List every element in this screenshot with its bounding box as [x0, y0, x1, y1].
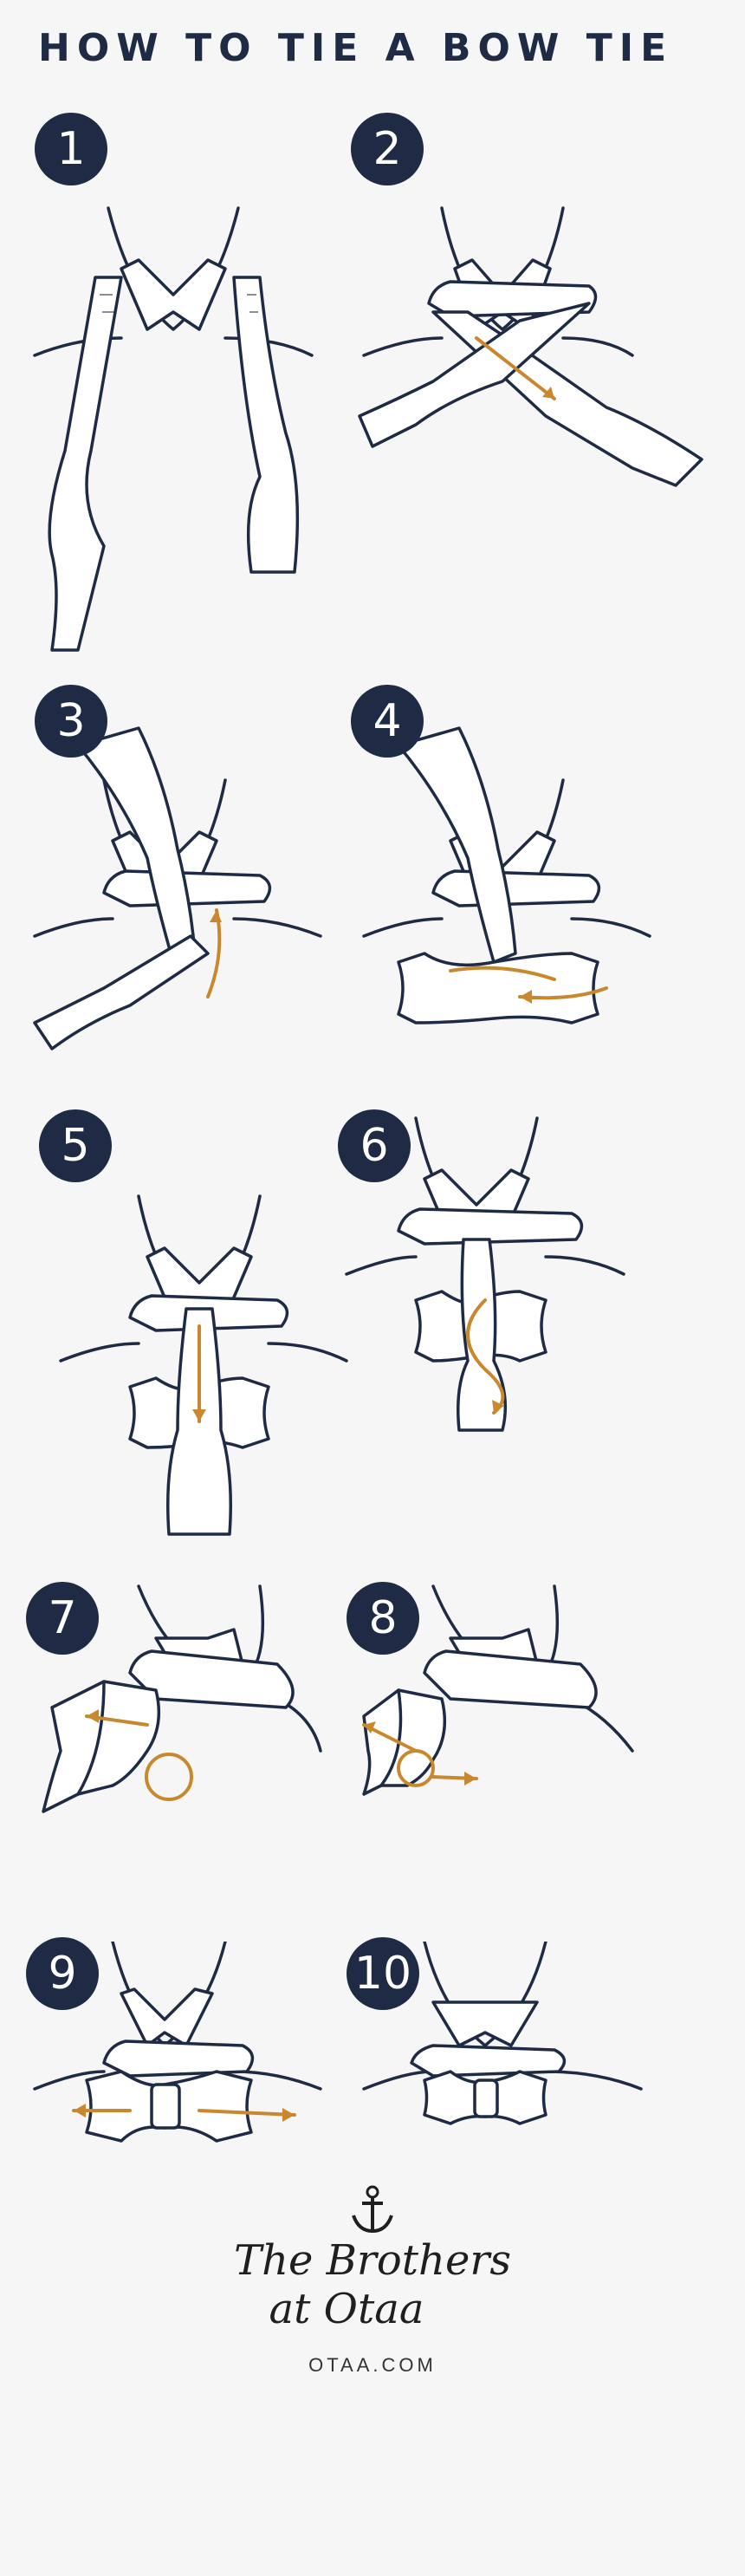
brand-line-1: The Brothers — [234, 2236, 511, 2285]
step-number-badge: 7 — [26, 1582, 99, 1655]
step-number-badge: 8 — [347, 1582, 419, 1655]
step-number-badge: 2 — [351, 113, 424, 185]
step-9-illustration — [33, 1942, 322, 2143]
step-8-panel: 8 — [347, 1577, 693, 2063]
step-2-panel: 2 — [347, 104, 703, 589]
brand-line-2: at Otaa — [269, 2285, 424, 2333]
step-7-panel: 7 — [26, 1577, 372, 2063]
step-9-panel: 9 — [26, 1937, 372, 2427]
brand-logo: The Brothers at Otaa — [0, 2236, 745, 2333]
step-2-illustration — [358, 206, 703, 487]
step-6-illustration — [345, 1116, 625, 1432]
step-number-badge: 6 — [338, 1109, 411, 1182]
step-number-badge: 1 — [35, 113, 107, 185]
step-number-badge: 9 — [26, 1937, 99, 2010]
step-5-illustration — [59, 1194, 348, 1536]
step-10-panel: 10 — [347, 1937, 693, 2427]
direction-arrow — [198, 2109, 296, 2117]
step-6-panel: 6 — [338, 1101, 684, 1586]
step-10-illustration — [362, 1942, 643, 2125]
step-number-badge: 10 — [347, 1937, 419, 2010]
step-5-panel: 5 — [26, 1101, 372, 1586]
step-8-illustration — [362, 1584, 634, 1796]
step-4-panel: 4 — [347, 676, 693, 1161]
website-link[interactable]: OTAA.COM — [308, 2354, 437, 2376]
anchor-icon — [347, 2184, 398, 2241]
step-1-panel: 1 — [26, 104, 372, 652]
step-number-badge: 3 — [35, 685, 107, 758]
direction-arrow — [449, 966, 556, 981]
step-7-illustration — [42, 1584, 322, 1813]
step-4-illustration — [362, 726, 651, 1025]
direction-arrow — [475, 336, 556, 400]
step-3-illustration — [33, 726, 322, 1051]
step-number-badge: 5 — [39, 1109, 112, 1182]
step-number-badge: 4 — [351, 685, 424, 758]
direction-arrow — [206, 908, 222, 999]
direction-arrow — [145, 1753, 193, 1801]
page-title: HOW TO TIE A BOW TIE — [38, 26, 674, 70]
direction-arrow — [466, 1298, 505, 1415]
step-1-illustration — [33, 206, 314, 652]
step-3-panel: 3 — [26, 676, 372, 1161]
